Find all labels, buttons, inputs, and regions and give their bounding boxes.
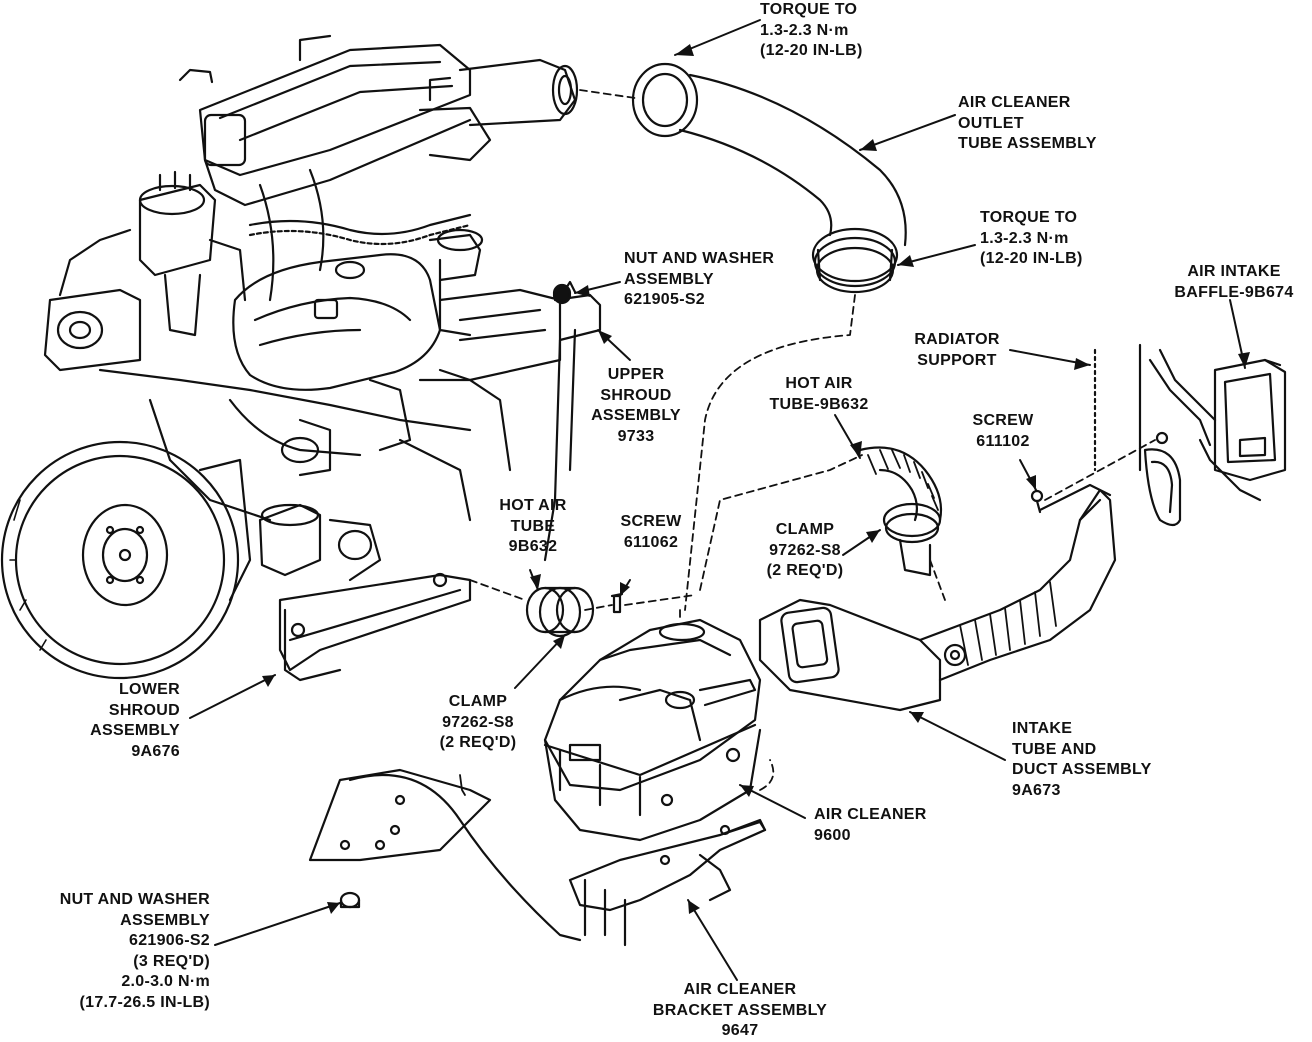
nut-upper-part	[552, 285, 572, 305]
screw-611102-part	[1030, 489, 1044, 514]
radiator-support-part	[1093, 343, 1262, 527]
air-cleaner-bracket-part	[568, 818, 767, 947]
lower-shroud-part	[278, 572, 472, 682]
outlet-tube-part	[631, 62, 907, 294]
air-intake-baffle-part	[1213, 358, 1287, 482]
hot-air-tube-right-part	[858, 446, 943, 577]
arrowheads	[262, 44, 1250, 914]
assembly-guide-lines	[469, 89, 1156, 791]
nut-lower-part	[339, 891, 361, 909]
air-cleaner-part	[543, 618, 762, 842]
hot-air-tube-left-part	[525, 586, 595, 638]
intake-tube-duct-part	[758, 483, 1117, 712]
mounting-plate-part	[308, 768, 582, 942]
engine-assembly	[0, 34, 579, 680]
